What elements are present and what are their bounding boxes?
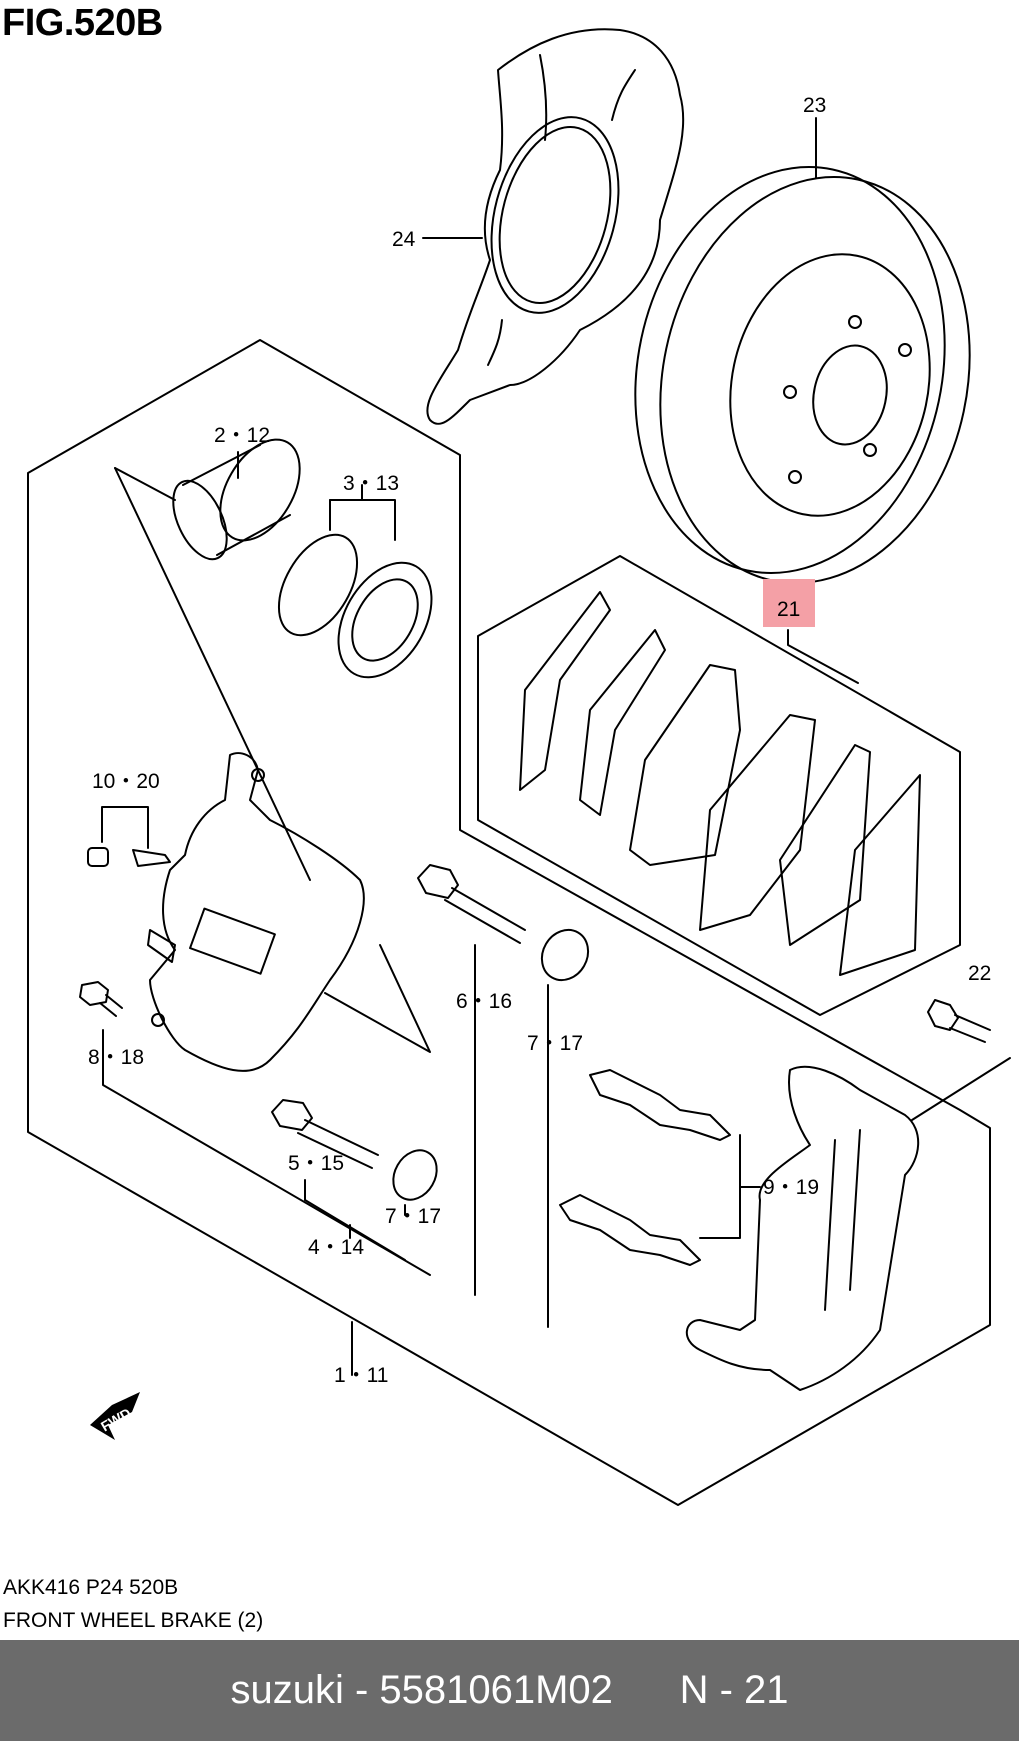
caliper-body xyxy=(147,752,365,1072)
highlight-box xyxy=(763,579,815,627)
callout-6-16: 6・16 xyxy=(456,990,512,1013)
pin-boot-upper xyxy=(540,928,590,982)
brake-disc xyxy=(634,166,971,584)
caliper-bolt xyxy=(79,981,123,1017)
guide-pin-lower xyxy=(271,1099,379,1169)
callout-7-17-upper: 7・17 xyxy=(527,1032,583,1055)
bleeder-screw xyxy=(87,847,171,867)
callout-9-19: 9・19 xyxy=(763,1176,819,1199)
callout-1-11: 1・11 xyxy=(334,1364,388,1387)
callout-23: 23 xyxy=(803,94,826,117)
callout-7-17-lower: 7・17 xyxy=(385,1205,441,1228)
callout-8-18: 8・18 xyxy=(88,1046,144,1069)
pad-clips xyxy=(559,1069,731,1266)
footer-page: N - 21 xyxy=(679,1668,789,1712)
callout-3-13: 3・13 xyxy=(343,472,399,495)
piston xyxy=(172,438,301,561)
caliper-group-outline xyxy=(27,339,991,1506)
piston-seal xyxy=(277,533,359,637)
callout-24: 24 xyxy=(392,228,416,251)
callout-21: 21 xyxy=(777,598,800,621)
figure-title: FIG.520B xyxy=(2,2,163,44)
callout-5-15: 5・15 xyxy=(288,1152,344,1175)
footer-bar: suzuki - 5581061M02 N - 21 xyxy=(0,1640,1019,1741)
brake-exploded-diagram: FWD 24 23 21 2・12 3・13 10・20 8・18 6・16 7… xyxy=(27,28,1011,1506)
bracket-bolt xyxy=(927,999,991,1043)
piston-boot xyxy=(337,561,433,679)
pin-boot-lower xyxy=(392,1149,438,1201)
brake-pads xyxy=(519,591,921,976)
guide-pin-upper xyxy=(417,864,526,944)
footer-part-number: suzuki - 5581061M02 xyxy=(230,1668,613,1712)
disc-shield xyxy=(426,28,685,425)
callout-22: 22 xyxy=(968,962,991,985)
diagram-code: AKK416 P24 520B xyxy=(3,1576,179,1599)
callout-10-20: 10・20 xyxy=(92,770,160,793)
callout-4-14: 4・14 xyxy=(308,1236,364,1259)
caliper-bracket xyxy=(685,1065,920,1391)
callout-2-12: 2・12 xyxy=(214,424,270,447)
pad-group-outline xyxy=(477,555,961,1016)
diagram-description: FRONT WHEEL BRAKE (2) xyxy=(3,1609,264,1632)
fwd-arrow-icon: FWD xyxy=(90,1392,140,1440)
